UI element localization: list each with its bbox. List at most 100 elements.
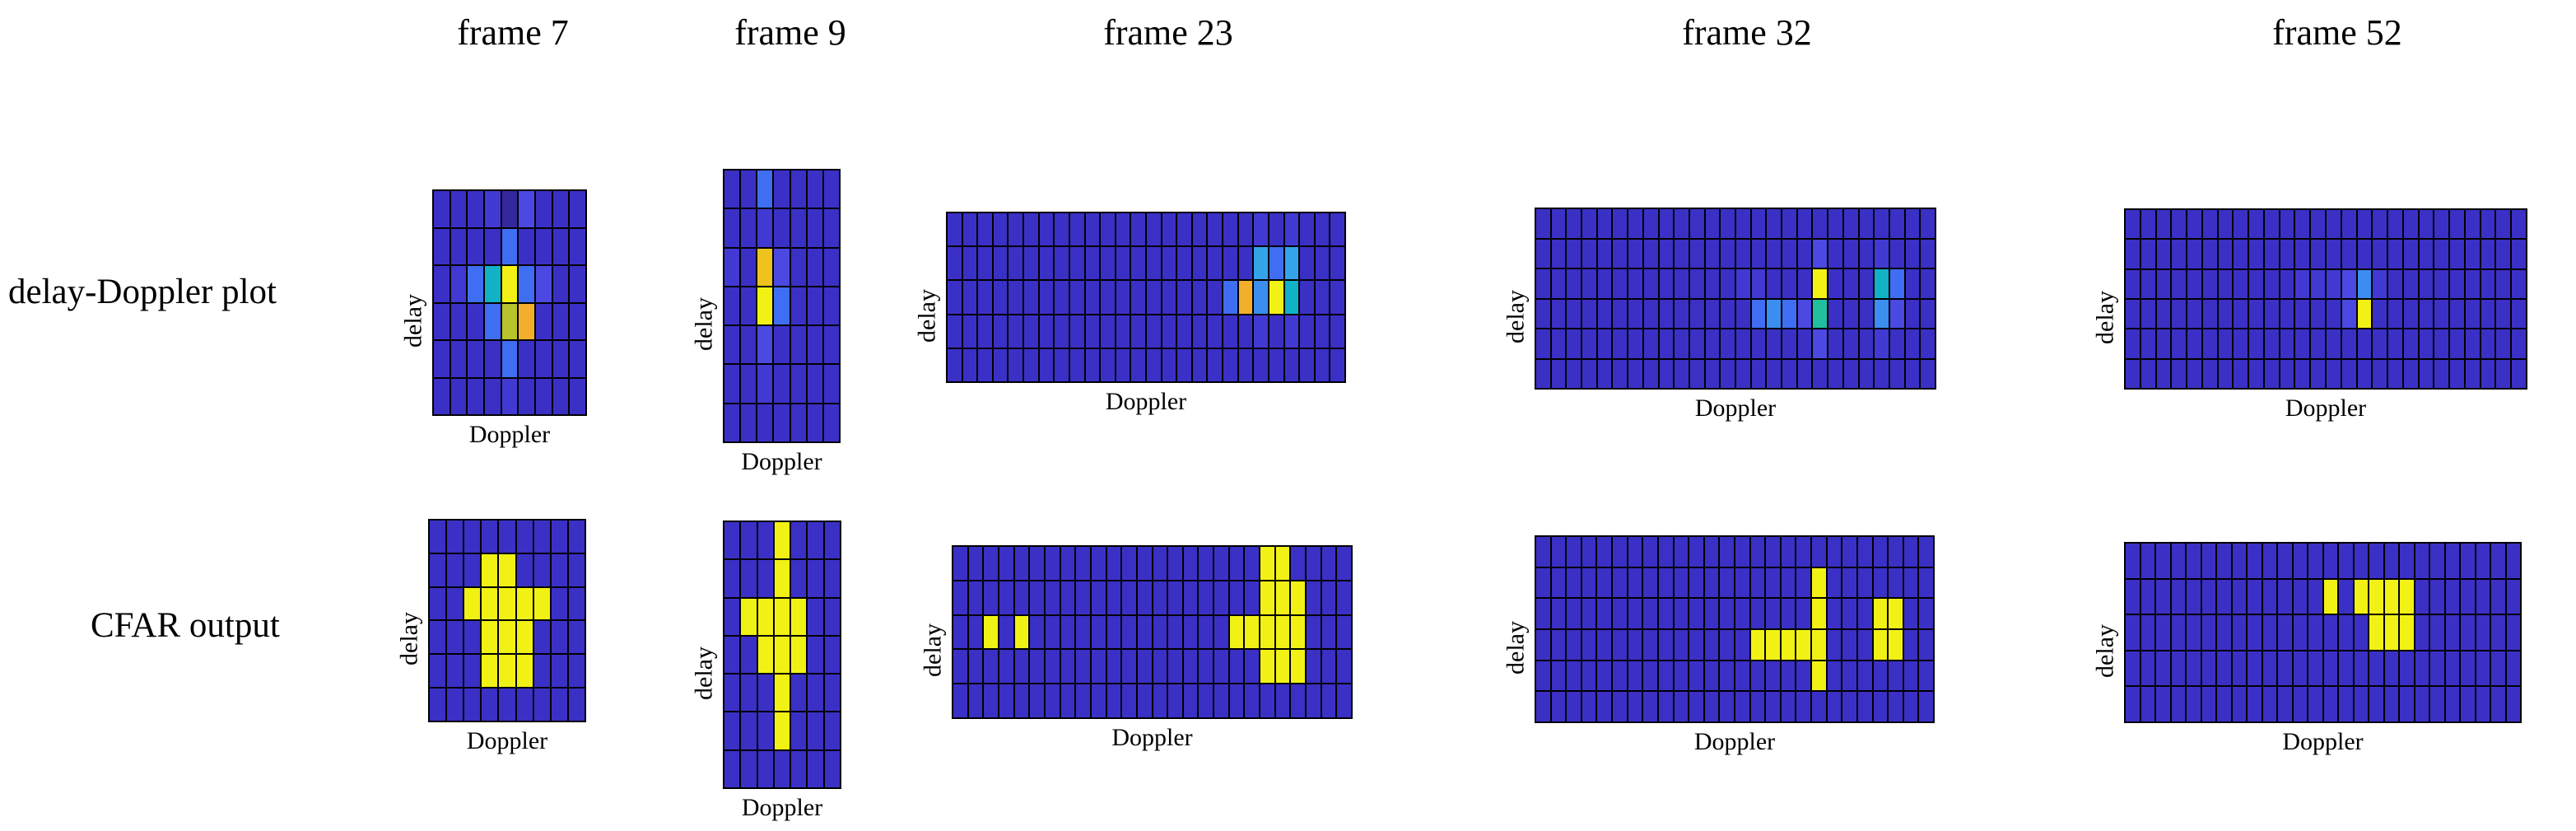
heatmap-cell [1030, 581, 1044, 614]
heatmap-cell [2126, 651, 2140, 686]
heatmap-cell [1192, 247, 1207, 280]
heatmap-cell [2354, 544, 2368, 578]
heatmap-cell [2403, 299, 2418, 329]
heatmap-cell [468, 228, 483, 264]
heatmap-cell [1291, 650, 1306, 684]
heatmap-cell [790, 326, 806, 364]
heatmap-cell [1147, 315, 1161, 348]
heatmap-cell [2217, 615, 2231, 650]
heatmap-cell [1091, 547, 1106, 580]
heatmap-cell [2232, 651, 2246, 686]
x-axis-label: Doppler [468, 421, 551, 448]
heatmap-cell [1782, 299, 1796, 328]
heatmap-cell [1137, 684, 1152, 717]
heatmap-cell [533, 621, 550, 654]
heatmap-cell [953, 581, 967, 614]
heatmap-cell [1055, 281, 1069, 314]
heatmap-cell [1153, 684, 1167, 717]
heatmap-cell [2341, 359, 2356, 388]
heatmap-cell [2293, 544, 2307, 578]
x-axis-label: Doppler [741, 794, 823, 821]
heatmap-cell [1720, 630, 1734, 660]
heatmap-cell [2278, 651, 2292, 686]
heatmap-cell [1628, 537, 1642, 567]
heatmap-cell [1162, 315, 1176, 348]
heatmap-cell [1199, 684, 1213, 717]
heatmap-cell [757, 170, 773, 208]
heatmap-cell [1321, 650, 1336, 684]
heatmap-frame32-delay-doppler: delay Doppler [1498, 208, 1936, 427]
heatmap-cell [2171, 615, 2185, 650]
heatmap-cell [2126, 269, 2140, 298]
heatmap-cell [1766, 692, 1780, 721]
heatmap-cell [999, 581, 1013, 614]
heatmap-cell [2293, 651, 2307, 686]
heatmap-cell [2308, 687, 2322, 721]
heatmap-cell [1192, 348, 1207, 381]
heatmap-cell [2481, 269, 2495, 298]
heatmap-cell [1085, 348, 1100, 381]
heatmap-cell [2326, 329, 2341, 358]
heatmap-cell [2308, 544, 2322, 578]
heatmap-cell [1177, 247, 1191, 280]
heatmap-cell [2445, 615, 2459, 650]
heatmap-cell [1060, 547, 1075, 580]
heatmap-cell [1269, 315, 1283, 348]
heatmap-cell [962, 281, 977, 314]
heatmap-cell [741, 675, 757, 712]
heatmap-cell [2218, 240, 2233, 268]
heatmap-cell [1076, 581, 1090, 614]
y-axis-label: delay [399, 294, 427, 348]
heatmap-cell [1704, 661, 1719, 691]
heatmap-cell [1229, 650, 1244, 684]
heatmap-cell [1859, 299, 1874, 328]
heatmap-cell [1659, 239, 1674, 268]
heatmap-cell [1045, 615, 1060, 649]
heatmap-cell [999, 615, 1013, 649]
heatmap-cell [519, 341, 534, 377]
heatmap-cell [1735, 630, 1749, 660]
heatmap-cell [2384, 579, 2398, 614]
heatmap-cell [1658, 692, 1673, 721]
heatmap-cell [1919, 692, 1933, 721]
heatmap-cell [1797, 359, 1812, 388]
heatmap-cell [1919, 567, 1933, 598]
heatmap-cell [1214, 684, 1228, 717]
heatmap-cell [2264, 269, 2279, 298]
heatmap-cell [1567, 209, 1581, 238]
heatmap-cell [1889, 209, 1904, 238]
heatmap-cell [1597, 537, 1612, 567]
heatmap-cell [2172, 210, 2187, 239]
heatmap-cell [1069, 348, 1084, 381]
heatmap-cell [1106, 684, 1121, 717]
heatmap-cell [1812, 630, 1826, 660]
heatmap-cell [2156, 329, 2171, 358]
heatmap-cell [757, 636, 773, 674]
heatmap-cell [1782, 359, 1796, 388]
heatmap-cell [2465, 240, 2480, 268]
heatmap-cell [741, 636, 757, 674]
heatmap-cell [2234, 359, 2248, 388]
heatmap-cell [2280, 210, 2294, 239]
heatmap-cell [2419, 269, 2434, 298]
heatmap-cell [1721, 329, 1735, 358]
heatmap-cell [1137, 650, 1152, 684]
heatmap-cell [1827, 537, 1842, 567]
heatmap-cell [1551, 537, 1566, 567]
heatmap-cell [2218, 269, 2233, 298]
heatmap-cell [1766, 630, 1780, 660]
heatmap-cell [2311, 299, 2325, 329]
heatmap-cell [501, 303, 518, 339]
heatmap-cell [2476, 544, 2490, 578]
heatmap-cell [1735, 599, 1749, 628]
heatmap-cell [516, 553, 533, 586]
heatmap-cell [430, 655, 446, 688]
heatmap-cell [1597, 567, 1612, 598]
heatmap-cell [450, 266, 467, 302]
heatmap-cell [741, 209, 757, 247]
heatmap-cell [824, 560, 840, 597]
heatmap-cell [1720, 692, 1734, 721]
heatmap-cell [1873, 692, 1888, 721]
heatmap-cell [1889, 299, 1904, 328]
heatmap-cell [519, 303, 534, 339]
